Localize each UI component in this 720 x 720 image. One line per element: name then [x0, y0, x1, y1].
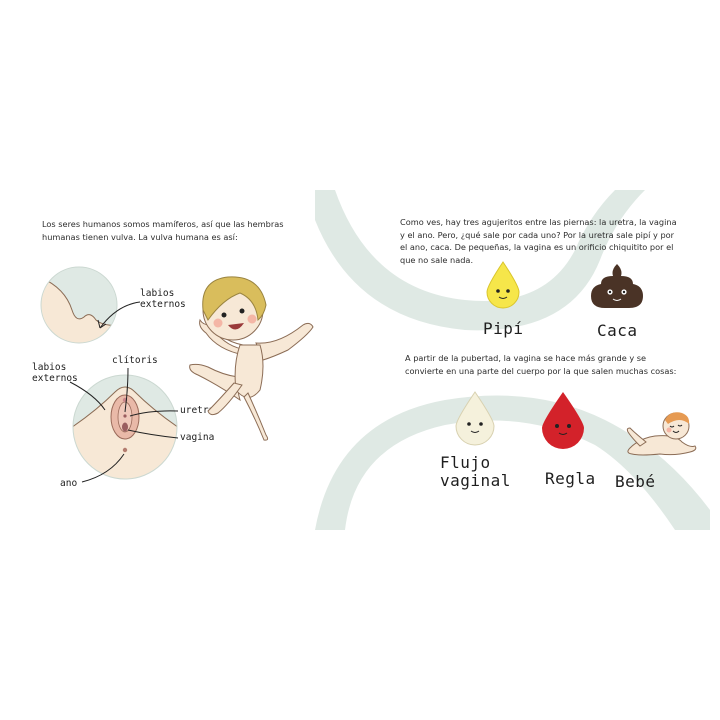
child-figure-illustration: [189, 276, 314, 441]
puberty-text: A partir de la pubertad, la vagina se ha…: [405, 353, 677, 376]
label-arrows: [69, 367, 179, 483]
baby-icon: [626, 412, 697, 456]
poop-icon: [591, 264, 643, 308]
book-spread: Los seres humanos somos mamíferos, así q…: [30, 190, 710, 530]
background-arc: [315, 190, 710, 530]
vulva-anatomy-illustration: [72, 374, 178, 480]
discharge-label: Flujo vaginal: [440, 453, 511, 490]
left-intro-text: Los seres humanos somos mamíferos, así q…: [42, 219, 284, 242]
label-clitoris: clítoris: [112, 355, 158, 366]
pee-drop-icon: [486, 261, 520, 309]
label-uretra: uretra: [180, 405, 215, 416]
baby-label: Bebé: [615, 472, 656, 491]
pee-label: Pipí: [483, 319, 524, 338]
label-arrow: [97, 301, 141, 329]
label-labios-externos-top: labios externos: [140, 288, 186, 310]
label-vagina: vagina: [180, 432, 215, 443]
blood-drop-icon: [542, 392, 584, 449]
right-intro-text: Como ves, hay tres agujeritos entre las …: [400, 217, 677, 265]
poop-label: Caca: [597, 321, 638, 340]
blood-label: Regla: [545, 469, 596, 488]
label-ano: ano: [60, 478, 78, 489]
left-page: Los seres humanos somos mamíferos, así q…: [30, 190, 320, 530]
discharge-drop-icon: [455, 391, 495, 446]
right-page: Como ves, hay tres agujeritos entre las …: [315, 190, 710, 530]
label-labios-externos-left: labios externos: [32, 362, 78, 384]
